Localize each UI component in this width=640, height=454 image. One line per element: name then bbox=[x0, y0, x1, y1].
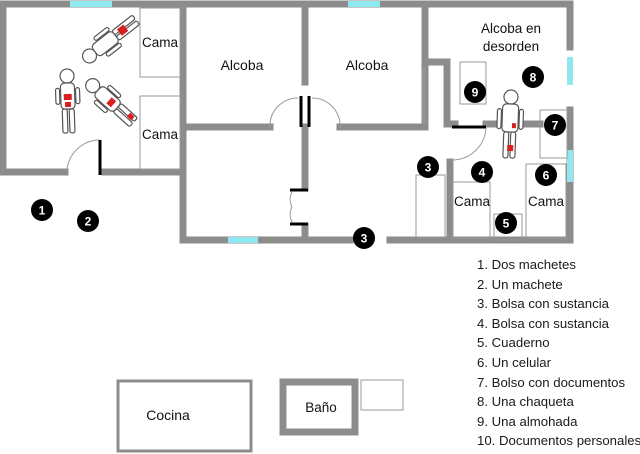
marker-2: 2 bbox=[77, 210, 99, 232]
body-figures bbox=[54, 15, 525, 159]
marker-7: 7 bbox=[544, 114, 566, 136]
marker-8: 8 bbox=[522, 66, 544, 88]
svg-text:3: 3 bbox=[361, 232, 368, 246]
room-label-cama-4: Cama bbox=[528, 194, 565, 209]
legend-item: 2. Un machete bbox=[477, 276, 563, 292]
legend-item: 3. Bolsa con sustancia bbox=[477, 296, 609, 312]
legend-item: 7. Bolso con documentos bbox=[477, 374, 626, 390]
room-label-alcoba-desorden-line2: desorden bbox=[483, 39, 539, 54]
room-label-alcoba-desorden-line1: Alcoba en bbox=[481, 21, 541, 36]
marker-1: 1 bbox=[31, 199, 53, 221]
svg-text:5: 5 bbox=[503, 217, 510, 231]
marker-4: 4 bbox=[471, 161, 493, 183]
windows bbox=[70, 1, 573, 243]
svg-text:1: 1 bbox=[39, 204, 46, 218]
cocina-room bbox=[116, 379, 253, 453]
marker-5: 5 bbox=[495, 212, 517, 234]
room-label-cocina: Cocina bbox=[146, 407, 190, 423]
room-label-cama-3: Cama bbox=[454, 194, 491, 209]
svg-text:7: 7 bbox=[552, 119, 559, 133]
svg-text:8: 8 bbox=[530, 71, 537, 85]
room-label-bano: Baño bbox=[305, 400, 337, 415]
evidence-legend: 1. Dos machetes 2. Un machete 3. Bolsa c… bbox=[477, 255, 640, 451]
evidence-markers: 1 2 3 3 4 5 6 7 8 9 bbox=[31, 66, 566, 249]
svg-text:3: 3 bbox=[425, 161, 432, 175]
marker-3-room: 3 bbox=[417, 156, 439, 178]
legend-item: 8. Una chaqueta bbox=[477, 394, 574, 410]
legend-item: 6. Un celular bbox=[477, 354, 552, 370]
svg-text:9: 9 bbox=[472, 86, 479, 100]
room-label-alcoba-1: Alcoba bbox=[221, 57, 264, 73]
doors bbox=[66, 96, 487, 226]
svg-text:6: 6 bbox=[543, 169, 550, 183]
marker-9: 9 bbox=[464, 81, 486, 103]
legend-item: 5. Cuaderno bbox=[477, 335, 550, 351]
svg-text:2: 2 bbox=[85, 215, 92, 229]
room-labels: Cama Cama Alcoba Alcoba Alcoba en desord… bbox=[142, 21, 565, 423]
room-label-cama-2: Cama bbox=[142, 127, 179, 142]
legend-item: 9. Una almohada bbox=[477, 413, 578, 429]
legend-item: 1. Dos machetes bbox=[477, 257, 576, 272]
marker-6: 6 bbox=[535, 164, 557, 186]
marker-3-hall: 3 bbox=[353, 227, 375, 249]
room-label-cama-1: Cama bbox=[142, 35, 179, 50]
svg-text:4: 4 bbox=[479, 166, 486, 180]
room-label-alcoba-2: Alcoba bbox=[346, 57, 389, 73]
legend-item: 4. Bolsa con sustancia bbox=[477, 315, 609, 331]
legend-item: 10. Documentos personales bbox=[477, 433, 640, 449]
